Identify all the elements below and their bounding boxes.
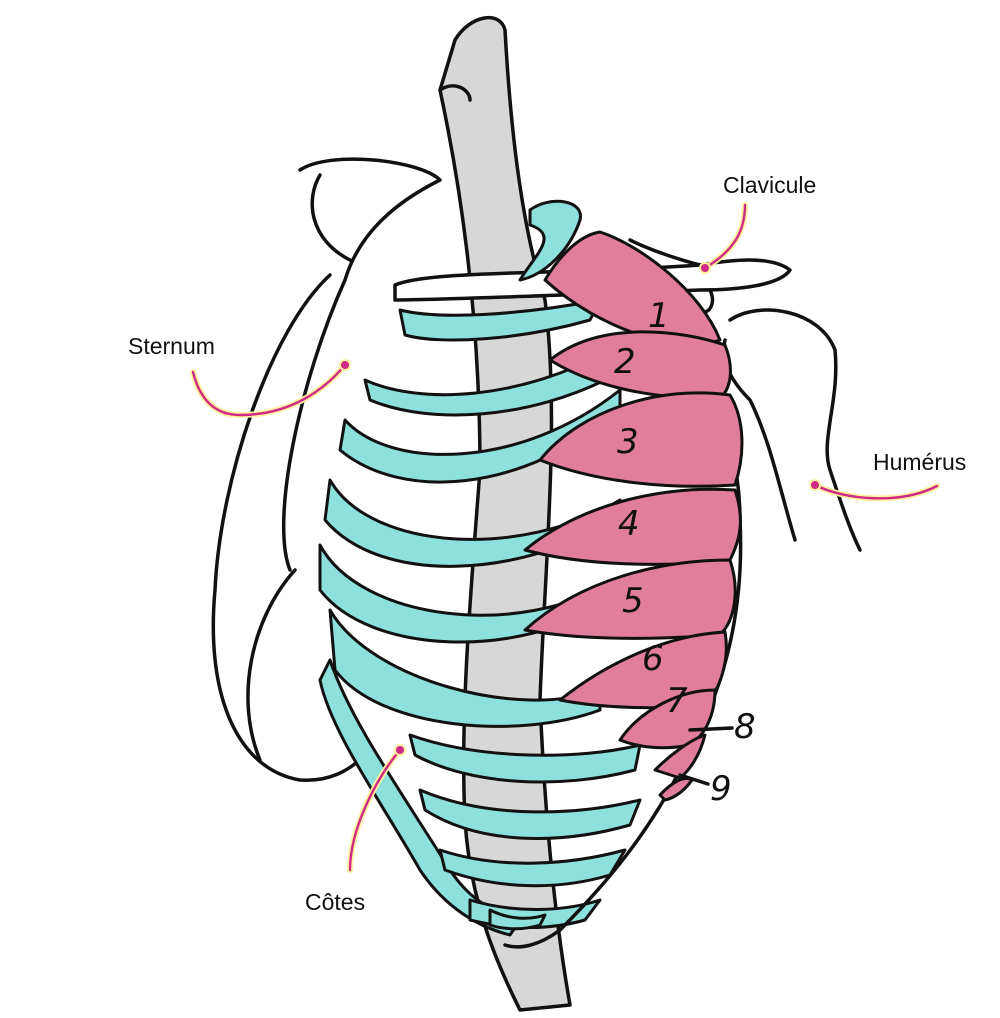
muscle-number-2: 2 <box>614 342 636 382</box>
muscle-slip-2 <box>548 330 732 400</box>
muscle-number-1: 1 <box>648 296 670 336</box>
label-cotes: Côtes <box>305 889 365 915</box>
muscle-number-6: 6 <box>642 639 664 679</box>
muscle-slip-7 <box>618 688 717 750</box>
rib-8 <box>408 733 642 784</box>
muscle-slip-4 <box>523 487 742 566</box>
scapula-outline <box>211 157 442 782</box>
dot-humerus <box>809 479 821 491</box>
dot-sternum <box>339 359 351 371</box>
muscle-slip-3 <box>538 391 744 488</box>
muscle-slip-5 <box>523 558 737 640</box>
muscle-number-9: 9 <box>710 769 732 809</box>
muscle-numbers: 1 2 3 4 5 6 7 8 9 <box>614 296 756 809</box>
costal-cartilage <box>318 658 522 937</box>
muscle-slip-1 <box>543 230 722 346</box>
rib-1 <box>518 199 582 282</box>
muscle-number-3: 3 <box>617 422 639 462</box>
muscle-slip-6 <box>558 630 728 710</box>
leader-8 <box>688 726 734 732</box>
leader-cotes <box>348 748 402 872</box>
dot-cotes <box>394 744 406 756</box>
muscle-slip-9 <box>658 776 694 802</box>
dot-clavicule <box>699 262 711 274</box>
leaders <box>190 202 940 873</box>
muscle-number-7: 7 <box>666 681 688 721</box>
leader-clavicule <box>703 203 747 270</box>
rib-9 <box>418 788 642 840</box>
label-clavicule: Clavicule <box>723 172 816 198</box>
label-humerus: Humérus <box>873 449 966 475</box>
rib-12 <box>488 908 547 931</box>
label-sternum: Sternum <box>128 333 215 359</box>
muscle-number-5: 5 <box>622 581 644 621</box>
humerus <box>722 308 862 552</box>
leader-9 <box>678 773 710 786</box>
muscle-number-8: 8 <box>734 707 756 747</box>
muscle-slip-8 <box>653 733 707 780</box>
labels: Clavicule Sternum Humérus Côtes <box>128 172 966 915</box>
leader-humerus <box>813 483 939 500</box>
serratus-muscle <box>523 230 744 802</box>
muscle-number-4: 4 <box>618 504 640 544</box>
rib-7 <box>328 608 602 728</box>
leader-sternum <box>191 363 347 417</box>
